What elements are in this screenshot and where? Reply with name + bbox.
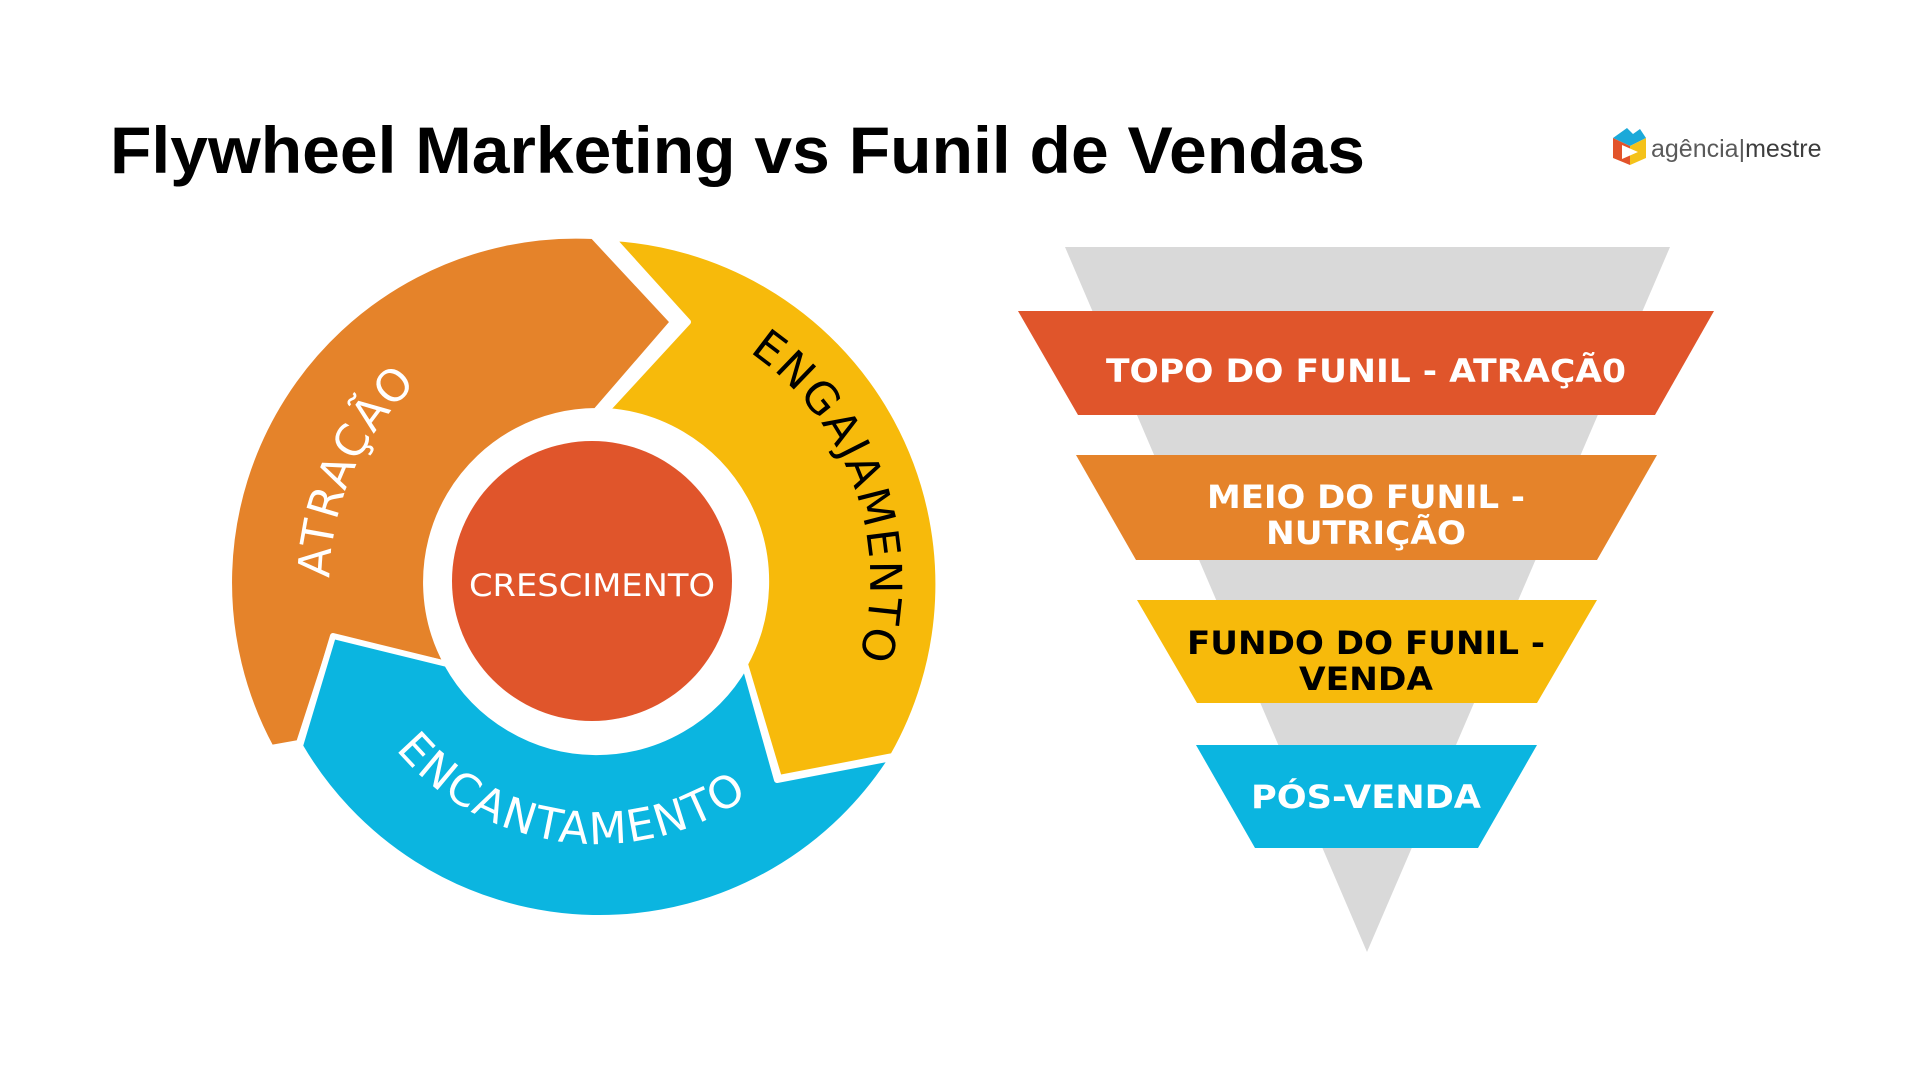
funnel-stage-fundo-label-2: VENDA bbox=[1299, 660, 1433, 698]
funnel-stage-meio-label-2: NUTRIÇÃO bbox=[1266, 514, 1466, 552]
funnel-stage-fundo-label-1: FUNDO DO FUNIL - bbox=[1187, 624, 1545, 662]
funnel-stage-topo: TOPO DO FUNIL - ATRAÇÃ0 bbox=[1018, 311, 1714, 415]
funnel-stage-fundo: FUNDO DO FUNIL - VENDA bbox=[1137, 600, 1597, 703]
funnel-stage-topo-label: TOPO DO FUNIL - ATRAÇÃ0 bbox=[1106, 352, 1626, 390]
svg-text:agência|mestre: agência|mestre bbox=[1651, 135, 1821, 163]
funnel-background-triangle bbox=[1065, 247, 1670, 952]
logo-separator: | bbox=[1739, 135, 1746, 163]
funnel-stage-meio-label-1: MEIO DO FUNIL - bbox=[1207, 478, 1525, 516]
flywheel-diagram: CRESCIMENTO ATRAÇÃO ENGAJAMENTO ENCANTAM… bbox=[226, 232, 945, 930]
center-core bbox=[452, 441, 732, 721]
funnel-stage-pos-venda: PÓS-VENDA bbox=[1196, 745, 1537, 848]
brand-logo: agência|mestre bbox=[1613, 128, 1821, 165]
center-label: CRESCIMENTO bbox=[469, 568, 715, 604]
funnel-stage-pos-venda-label: PÓS-VENDA bbox=[1251, 777, 1481, 816]
page-title: Flywheel Marketing vs Funil de Vendas bbox=[110, 113, 1365, 187]
cube-logo-icon bbox=[1613, 128, 1646, 165]
logo-text-agencia: agência bbox=[1651, 135, 1739, 163]
logo-text-mestre: mestre bbox=[1745, 135, 1821, 163]
funnel-stage-meio: MEIO DO FUNIL - NUTRIÇÃO bbox=[1076, 455, 1657, 560]
sales-funnel: TOPO DO FUNIL - ATRAÇÃ0 MEIO DO FUNIL - … bbox=[1018, 247, 1714, 952]
